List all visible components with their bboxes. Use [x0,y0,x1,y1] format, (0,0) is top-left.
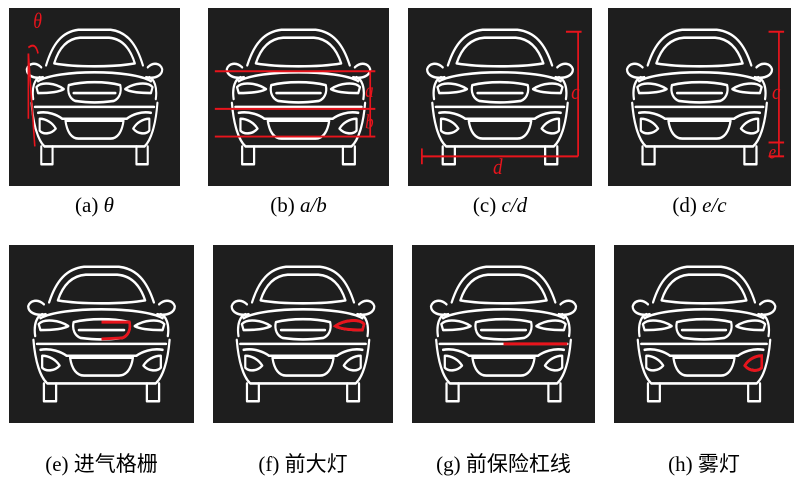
panel-g [412,245,595,423]
panel-h [614,245,794,423]
caption-a: (a) θ [75,193,114,217]
panel-b: a b [208,8,389,186]
caption-d: (d) e/c [672,193,727,217]
caption-e: (e) 进气格栅 [45,452,158,476]
panel-c: c d [408,8,592,186]
b-label: b [365,112,374,133]
e-label: e [769,141,777,163]
caption-f: (f) 前大灯 [258,452,348,476]
c-label: c [571,81,579,104]
caption-h: (h) 雾灯 [668,452,740,476]
panel-f [213,245,393,423]
theta-label: θ [33,9,42,33]
panel-d: c e [608,8,791,186]
c-label: c [772,81,780,104]
d-label: d [493,156,503,179]
a-label: a [365,80,374,101]
caption-c: (c) c/d [472,193,528,217]
caption-g: (g) 前保险杠线 [436,452,571,476]
caption-b: (b) a/b [270,193,327,217]
panel-a: θ [9,8,180,186]
panel-e [9,245,194,423]
